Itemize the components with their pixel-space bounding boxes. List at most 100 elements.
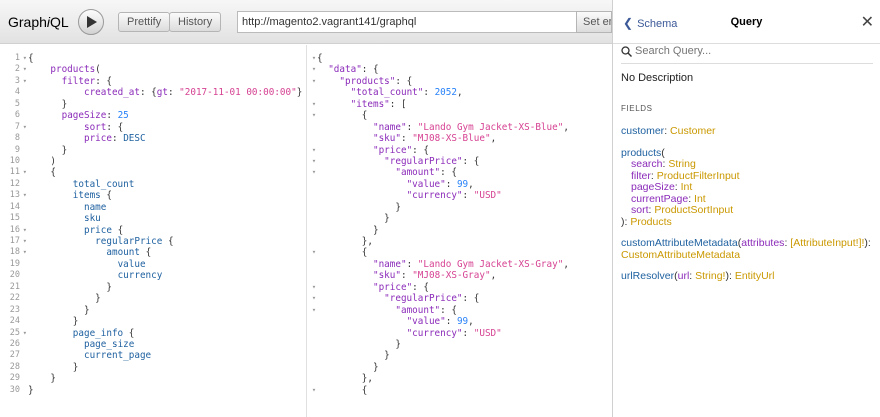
return-type[interactable]: Products [630,215,672,228]
line-number: 10 [9,155,20,166]
query-line[interactable]: price: DESC [83,133,146,145]
line-number: 23 [9,304,20,315]
result-line: "name": "Lando Gym Jacket-XS-Blue", [372,121,569,133]
fold-arrow-icon[interactable]: ▾ [311,54,317,62]
arg-type[interactable]: Int [694,192,706,205]
line-number: 1▾ [14,53,27,63]
line-number: 25▾ [9,327,27,338]
return-type[interactable]: EntityUrl [734,270,775,282]
fold-arrow-icon[interactable]: ▾ [22,168,27,177]
query-line[interactable]: currency [117,270,163,282]
query-code[interactable]: { products( filter: { created_at: {gt: "… [28,53,302,396]
query-line[interactable]: regularPrice { [95,236,174,247]
fold-arrow-icon[interactable]: ▾ [22,122,27,131]
query-line[interactable]: created_at: {gt: "2017-11-01 00:00:00"} [83,87,303,99]
history-button[interactable]: History [169,12,222,32]
result-line: "products": { [339,75,413,87]
schema-back-link[interactable]: ❮Schema [623,16,678,30]
query-line[interactable]: pageSize: 25 [61,110,129,122]
query-line[interactable]: } [28,281,112,293]
query-line[interactable]: sort: { [83,121,124,133]
return-type[interactable]: Customer [670,125,716,137]
query-line[interactable]: ) [28,155,56,167]
field-name[interactable]: urlResolver [621,270,675,282]
query-line[interactable]: value [117,258,146,270]
toolbar: GraphiQL Prettify History Set endpoint [0,0,612,44]
field-name[interactable]: customer [621,125,665,137]
close-icon[interactable]: ✕ [860,14,874,31]
query-line[interactable]: name [83,201,107,213]
arg-type[interactable]: ProductSortInput [654,204,734,216]
result-line: "sku": "MJ08-XS-Gray", [372,270,497,282]
query-line[interactable]: page_size [83,338,135,350]
endpoint-url-input[interactable] [237,11,577,33]
query-line[interactable]: } [28,304,90,316]
query-line[interactable]: { [28,167,56,179]
arg-type[interactable]: String! [695,270,726,282]
query-line[interactable]: } [28,316,79,328]
field-name[interactable]: products [621,146,662,159]
query-line[interactable]: amount { [106,247,152,259]
arg-type[interactable]: String [668,158,696,170]
fold-arrow-icon[interactable]: ▾ [311,65,317,74]
field-customer[interactable]: customer: Customer [621,125,716,137]
fold-arrow-icon[interactable]: ▾ [22,225,27,234]
fold-arrow-icon[interactable]: ▾ [22,65,27,74]
fold-arrow-icon[interactable]: ▾ [311,156,317,165]
fold-arrow-icon[interactable]: ▾ [311,248,317,257]
query-line[interactable]: sku [83,213,101,225]
query-line[interactable]: { [28,53,34,64]
arg-name: sort [631,204,649,216]
fold-arrow-icon[interactable]: ▾ [311,385,317,394]
fold-arrow-icon[interactable]: ▾ [22,76,27,85]
fold-arrow-icon[interactable]: ▾ [311,76,317,85]
line-number: 4 [14,87,20,98]
prettify-button[interactable]: Prettify [118,12,171,32]
arg-type[interactable]: ProductFilterInput [656,169,740,182]
fold-arrow-icon[interactable]: ▾ [311,111,317,120]
line-number: 6 [14,110,20,121]
query-line[interactable]: products( [50,64,101,76]
query-line[interactable]: } [28,361,79,373]
query-line[interactable]: } [28,144,68,156]
fold-arrow-icon[interactable]: ▾ [22,191,27,200]
fold-arrow-icon[interactable]: ▾ [311,294,317,303]
fold-arrow-icon[interactable]: ▾ [22,248,27,257]
query-line[interactable]: page_info { [72,327,135,339]
query-line[interactable]: } [28,384,34,396]
fold-arrow-icon[interactable]: ▾ [311,145,317,154]
query-line[interactable]: } [28,373,56,385]
result-line: "amount": { [395,167,457,179]
field-urlResolver[interactable]: urlResolver(url: String!): EntityUrl [621,270,775,282]
field-name[interactable]: customAttributeMetadata [621,237,738,249]
arg-name: url [677,270,690,282]
fold-arrow-icon[interactable]: ▾ [311,282,317,291]
query-line[interactable]: total_count [72,178,135,190]
line-number: 5 [14,98,20,109]
query-line[interactable]: } [28,98,68,110]
arg-type[interactable]: [AttributeInput!]! [790,237,865,249]
fold-arrow-icon[interactable]: ▾ [311,168,317,177]
query-line[interactable]: } [28,293,101,305]
fields-heading: FIELDS [621,104,653,113]
query-line[interactable]: items { [72,190,112,202]
fold-arrow-icon[interactable]: ▾ [22,237,27,245]
query-line[interactable]: filter: { [61,75,112,87]
query-line[interactable]: current_page [83,350,152,362]
fold-arrow-icon[interactable]: ▾ [22,54,27,62]
fold-arrow-icon[interactable]: ▾ [311,99,317,108]
docs-search-input[interactable] [635,45,865,57]
set-endpoint-button[interactable]: Set endpoint [576,11,612,33]
arg-type[interactable]: Int [680,181,693,193]
return-type[interactable]: CustomAttributeMetadata [621,248,741,261]
query-line[interactable]: price { [83,224,124,236]
field-customAttributeMetadata[interactable]: customAttributeMetadata(attributes: [Att… [621,237,871,261]
line-number: 30 [9,384,20,395]
execute-query-button[interactable] [78,9,104,35]
line-number: 11▾ [9,167,27,178]
fold-arrow-icon[interactable]: ▾ [311,305,317,314]
line-number: 13▾ [9,190,27,201]
fold-arrow-icon[interactable]: ▾ [22,328,27,337]
